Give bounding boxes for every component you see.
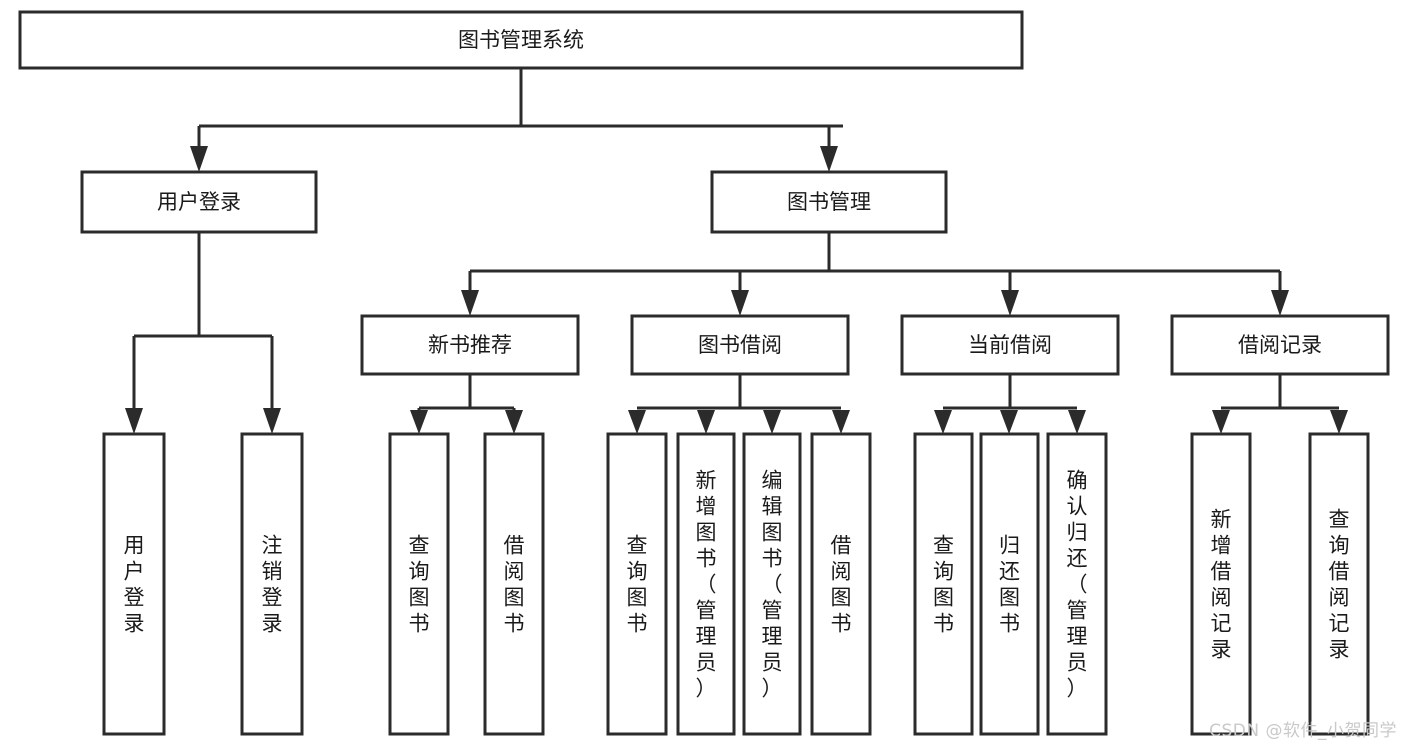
node-borrow-record-label: 借阅记录 xyxy=(1238,333,1322,357)
node-root-box[interactable] xyxy=(18,10,1024,70)
node-book-borrow[interactable]: 图书借阅 xyxy=(630,314,850,376)
arrow-to-current-borrow xyxy=(1001,290,1019,316)
arrow-leaf-logout xyxy=(263,408,281,434)
leaf-query-book-rec[interactable]: 查询图书 xyxy=(388,432,450,736)
leaf-user-login[interactable]: 用户登录 xyxy=(102,432,166,736)
leaf-return-book-box[interactable] xyxy=(979,432,1040,736)
arrow-leaf-add-book xyxy=(697,410,715,434)
node-new-book-rec[interactable]: 新书推荐 xyxy=(360,314,580,376)
arrow-leaf-return-book xyxy=(1000,410,1018,434)
leaf-node-layer: 用户登录 注销登录 查询图书 借阅图书 查询图书 新增图书（管理员） 编辑图书（管理员） 借阅… xyxy=(102,432,1370,736)
leaf-logout-label: 注销登录 xyxy=(262,533,283,635)
leaf-query-record-box[interactable] xyxy=(1308,432,1370,736)
leaf-add-record-box[interactable] xyxy=(1190,432,1252,736)
arrow-to-user-login xyxy=(190,146,208,172)
leaf-query-book-rec-label: 查询图书 xyxy=(409,533,430,635)
leaf-query-book-borrow-label: 查询图书 xyxy=(627,533,648,635)
leaf-confirm-return-label: 确认归还（管理员） xyxy=(1067,468,1088,700)
node-book-manage-box[interactable] xyxy=(710,170,948,234)
leaf-return-book[interactable]: 归还图书 xyxy=(979,432,1040,736)
arrow-leaf-add-record xyxy=(1212,410,1230,434)
connector-group-user-login-to-leaves xyxy=(125,232,281,434)
leaf-user-login-box[interactable] xyxy=(102,432,166,736)
node-borrow-record[interactable]: 借阅记录 xyxy=(1170,314,1390,376)
connector-group-new-book-rec-to-leaves xyxy=(410,374,523,434)
arrow-leaf-borrow-book-rec xyxy=(505,410,523,434)
leaf-user-login-label: 用户登录 xyxy=(124,533,145,635)
leaf-add-record[interactable]: 新增借阅记录 xyxy=(1190,432,1252,736)
leaf-borrow-book[interactable]: 借阅图书 xyxy=(810,432,872,736)
node-new-book-rec-box[interactable] xyxy=(360,314,580,376)
arrow-leaf-borrow-book xyxy=(832,410,850,434)
arrow-leaf-edit-book xyxy=(763,410,781,434)
node-book-manage[interactable]: 图书管理 xyxy=(710,170,948,234)
leaf-add-book[interactable]: 新增图书（管理员） xyxy=(676,432,736,736)
leaf-borrow-book-rec-label: 借阅图书 xyxy=(504,533,525,635)
leaf-borrow-book-rec[interactable]: 借阅图书 xyxy=(483,432,545,736)
arrow-leaf-query-book-current xyxy=(934,410,952,434)
connector-group-book-borrow-to-leaves xyxy=(628,374,850,434)
leaf-query-record[interactable]: 查询借阅记录 xyxy=(1308,432,1370,736)
arrow-to-borrow-record xyxy=(1271,290,1289,316)
leaf-edit-book-label: 编辑图书（管理员） xyxy=(762,468,783,700)
connector-group-root-to-level1 xyxy=(190,68,843,172)
arrow-leaf-confirm-return xyxy=(1068,410,1086,434)
leaf-borrow-book-label: 借阅图书 xyxy=(831,533,852,635)
connector-group-current-borrow-to-leaves xyxy=(934,374,1086,434)
node-root-label: 图书管理系统 xyxy=(458,28,584,52)
leaf-query-book-current-label: 查询图书 xyxy=(933,533,954,635)
connector-group-book-manage-to-level2 xyxy=(461,232,1289,316)
leaf-add-book-label: 新增图书（管理员） xyxy=(696,468,717,700)
leaf-borrow-book-rec-box[interactable] xyxy=(483,432,545,736)
arrow-leaf-query-record xyxy=(1330,410,1348,434)
node-current-borrow-box[interactable] xyxy=(900,314,1120,376)
leaf-return-book-label: 归还图书 xyxy=(999,533,1020,635)
node-user-login[interactable]: 用户登录 xyxy=(80,170,318,234)
node-current-borrow-label: 当前借阅 xyxy=(968,333,1052,357)
arrow-to-new-book-rec xyxy=(461,290,479,316)
arrow-to-book-borrow xyxy=(731,290,749,316)
node-root[interactable]: 图书管理系统 xyxy=(18,10,1024,70)
arrow-leaf-user-login xyxy=(125,408,143,434)
leaf-logout[interactable]: 注销登录 xyxy=(240,432,304,736)
leaf-edit-book-box[interactable] xyxy=(742,432,802,736)
leaf-edit-book[interactable]: 编辑图书（管理员） xyxy=(742,432,802,736)
leaf-query-book-current[interactable]: 查询图书 xyxy=(913,432,974,736)
node-new-book-rec-label: 新书推荐 xyxy=(428,333,512,357)
leaf-query-book-borrow-box[interactable] xyxy=(606,432,668,736)
node-user-login-label: 用户登录 xyxy=(157,190,241,214)
leaf-query-book-current-box[interactable] xyxy=(913,432,974,736)
node-borrow-record-box[interactable] xyxy=(1170,314,1390,376)
leaf-add-record-label: 新增借阅记录 xyxy=(1211,507,1232,661)
leaf-borrow-book-box[interactable] xyxy=(810,432,872,736)
leaf-query-book-borrow[interactable]: 查询图书 xyxy=(606,432,668,736)
arrow-leaf-query-book-borrow xyxy=(628,410,646,434)
node-book-borrow-label: 图书借阅 xyxy=(698,333,782,357)
connector-group-borrow-record-to-leaves xyxy=(1212,374,1348,434)
watermark-csdn: CSDN @软件_小贺同学 xyxy=(1209,721,1397,741)
node-user-login-box[interactable] xyxy=(80,170,318,234)
arrow-to-book-manage xyxy=(820,146,838,172)
leaf-confirm-return[interactable]: 确认归还（管理员） xyxy=(1046,432,1108,736)
leaf-query-record-label: 查询借阅记录 xyxy=(1329,507,1350,661)
leaf-logout-box[interactable] xyxy=(240,432,304,736)
arrow-leaf-query-book-rec xyxy=(410,410,428,434)
node-book-borrow-box[interactable] xyxy=(630,314,850,376)
node-book-manage-label: 图书管理 xyxy=(787,190,871,214)
leaf-query-book-rec-box[interactable] xyxy=(388,432,450,736)
node-current-borrow[interactable]: 当前借阅 xyxy=(900,314,1120,376)
leaf-confirm-return-box[interactable] xyxy=(1046,432,1108,736)
leaf-add-book-box[interactable] xyxy=(676,432,736,736)
